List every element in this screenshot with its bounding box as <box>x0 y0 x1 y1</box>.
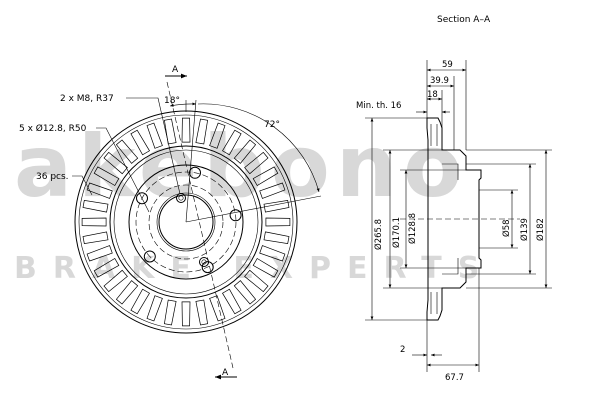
hole-leader <box>96 127 150 213</box>
dim-59: 59 <box>442 60 453 70</box>
vane <box>81 217 107 227</box>
ventilation-vanes <box>81 117 291 327</box>
section-profile <box>426 117 482 321</box>
vane <box>82 231 109 244</box>
vane <box>252 166 279 186</box>
dia-139: Ø139 <box>519 218 530 241</box>
angle-ray <box>185 195 322 223</box>
vane <box>244 151 269 175</box>
dim-39-9: 39.9 <box>430 76 449 86</box>
thread-callout: 2 x M8, R37 <box>60 94 114 104</box>
dia-265-8: Ø265.8 <box>373 219 384 250</box>
vane <box>93 166 120 186</box>
vane <box>233 139 257 164</box>
dim-2: 2 <box>400 345 405 355</box>
vane <box>244 269 269 293</box>
vane <box>164 299 177 326</box>
dim-18: 18 <box>427 90 438 100</box>
section-title: Section A–A <box>437 15 491 25</box>
vane <box>259 182 286 199</box>
dim-67-7: 67.7 <box>445 373 464 383</box>
vane <box>82 200 109 213</box>
vane <box>86 245 113 262</box>
vane <box>130 288 150 315</box>
vane <box>265 217 291 227</box>
vane <box>209 295 226 322</box>
bolt-holes <box>136 166 242 274</box>
angle-18-arc <box>169 102 197 107</box>
section-mark-bottom: A <box>222 368 229 378</box>
section-view: Section A–A 59 39.9 18 Min. th. 16 67.7 … <box>356 15 552 383</box>
vane <box>252 258 279 278</box>
vane <box>115 139 139 164</box>
front-view: A A 18° 72° 2 x M8, R37 5 x Ø12.8, R50 3… <box>19 65 322 380</box>
vane <box>195 118 208 145</box>
min-thickness: Min. th. 16 <box>356 101 401 111</box>
hole-callout: 5 x Ø12.8, R50 <box>19 123 87 134</box>
vane <box>146 295 163 322</box>
bolt-hole <box>229 209 242 222</box>
bolt-circle <box>135 171 237 273</box>
vane <box>263 200 290 213</box>
angle-ray <box>185 99 197 223</box>
vane <box>103 269 128 293</box>
dia-58: Ø58 <box>501 219 512 237</box>
hat-inner-line <box>442 163 459 275</box>
dia-128-8: Ø128.8 <box>407 213 418 244</box>
watermark-tagline: BRAKE EXPERTS <box>14 251 495 286</box>
vane <box>164 118 177 145</box>
thread-hole <box>176 193 186 203</box>
thread-circle <box>148 184 224 260</box>
thread-leader <box>126 97 181 195</box>
dia-182: Ø182 <box>535 218 546 241</box>
center-bore <box>158 194 214 250</box>
vane <box>259 245 286 262</box>
section-mark-top: A <box>172 65 179 75</box>
thread-hole-core <box>201 259 207 265</box>
disc-inner-edge <box>109 145 263 299</box>
angle-18-label: 18° <box>164 96 180 106</box>
vane-callout: 36 pcs. <box>36 172 69 182</box>
angle-72-arc <box>197 103 320 193</box>
bolt-hole <box>143 250 156 263</box>
vane <box>93 258 120 278</box>
thread-hole-core <box>178 195 184 201</box>
bolt-hole <box>189 166 201 179</box>
vane <box>263 231 290 244</box>
disc-inner-chamfer <box>113 149 259 295</box>
vane <box>146 122 163 149</box>
vane <box>115 280 139 305</box>
vane <box>130 129 150 156</box>
vane <box>233 280 257 305</box>
vane-channel <box>430 124 438 314</box>
vane <box>222 288 242 315</box>
bolt-hole <box>136 192 148 205</box>
section-line <box>166 81 234 369</box>
dia-170-1: Ø170.1 <box>391 217 402 248</box>
vane <box>209 122 226 149</box>
vane <box>222 129 242 156</box>
disc-outer-chamfer <box>78 114 294 330</box>
bolt-hole <box>201 261 214 274</box>
angle-72-label: 72° <box>264 120 280 130</box>
vane <box>86 182 113 199</box>
center-bore-chamfer <box>156 192 216 252</box>
vane <box>195 299 208 326</box>
vane <box>181 117 191 143</box>
vane <box>181 301 191 327</box>
vane-leader <box>72 175 93 196</box>
vane <box>103 151 128 175</box>
